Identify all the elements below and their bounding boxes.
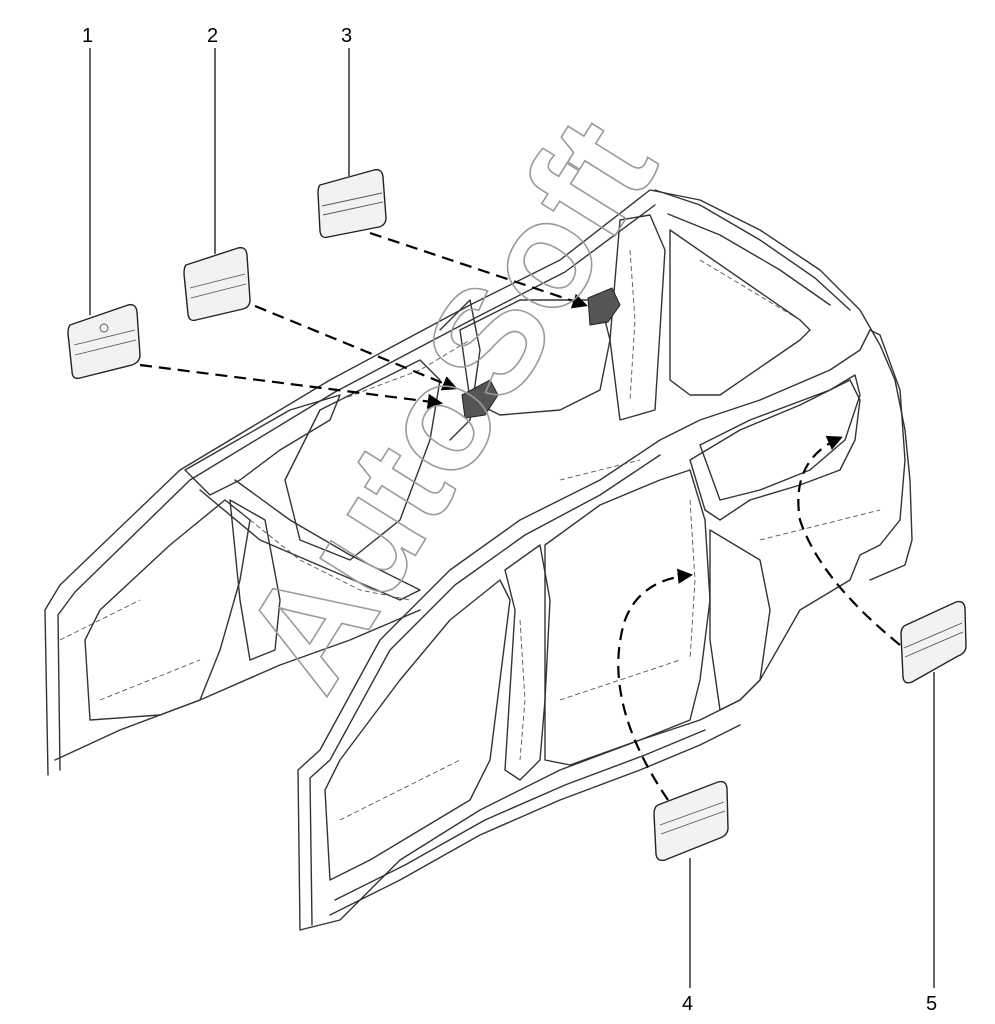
callout-1: 1 bbox=[82, 25, 93, 47]
arrow-2 bbox=[254, 304, 458, 391]
callout-2: 2 bbox=[207, 25, 218, 47]
patch-part-5 bbox=[900, 600, 967, 684]
arrow-1 bbox=[139, 363, 444, 410]
leader-lines bbox=[89, 48, 935, 988]
watermark: AutoSoft bbox=[210, 91, 688, 717]
arrow-5 bbox=[797, 435, 901, 646]
patch-part-3 bbox=[317, 168, 387, 239]
callout-5: 5 bbox=[926, 993, 937, 1015]
callout-labels: 1 2 3 4 5 bbox=[82, 25, 937, 1015]
hatch-area-center bbox=[587, 287, 621, 326]
patch-part-2 bbox=[183, 246, 251, 322]
hatch-area-left bbox=[461, 379, 499, 419]
arrow-4 bbox=[617, 568, 694, 801]
car-body-shell bbox=[44, 189, 913, 931]
arrows bbox=[139, 231, 901, 801]
callout-3: 3 bbox=[341, 25, 352, 47]
patch-part-1 bbox=[67, 303, 141, 380]
callout-4: 4 bbox=[682, 993, 693, 1015]
patch-part-4 bbox=[653, 780, 729, 862]
